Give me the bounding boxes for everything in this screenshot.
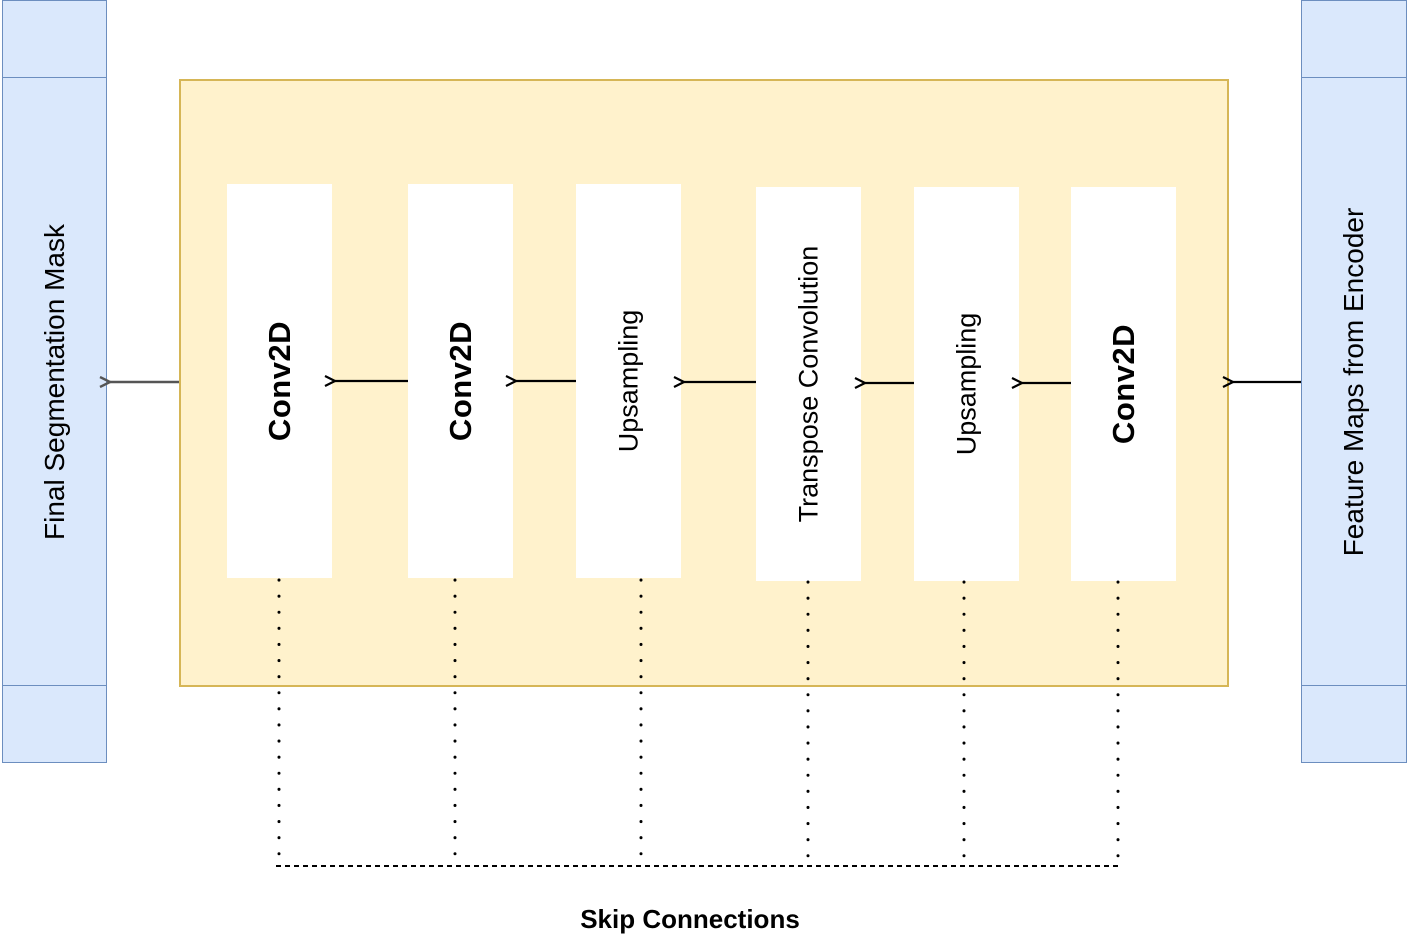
feature-maps-box: Feature Maps from Encoder: [1301, 0, 1407, 763]
layer-conv2d-2: Conv2D: [408, 184, 513, 578]
input-box-top-band: [1302, 1, 1406, 78]
output-box-bottom-band: [3, 685, 106, 762]
layer-upsampling-2: Upsampling: [914, 187, 1019, 581]
layer-transpose-convolution: Transpose Convolution: [756, 187, 861, 581]
layer-conv2d-1: Conv2D: [227, 184, 332, 578]
layer-upsampling-1: Upsampling: [576, 184, 681, 578]
skip-connections-label: Skip Connections: [580, 904, 800, 934]
skip-connections-lines: [277, 578, 1120, 868]
layer-conv2d-3: Conv2D: [1071, 187, 1176, 581]
final-segmentation-mask-box: Final Segmentation Mask: [2, 0, 107, 763]
output-box-top-band: [3, 1, 106, 78]
input-box-bottom-band: [1302, 685, 1406, 762]
